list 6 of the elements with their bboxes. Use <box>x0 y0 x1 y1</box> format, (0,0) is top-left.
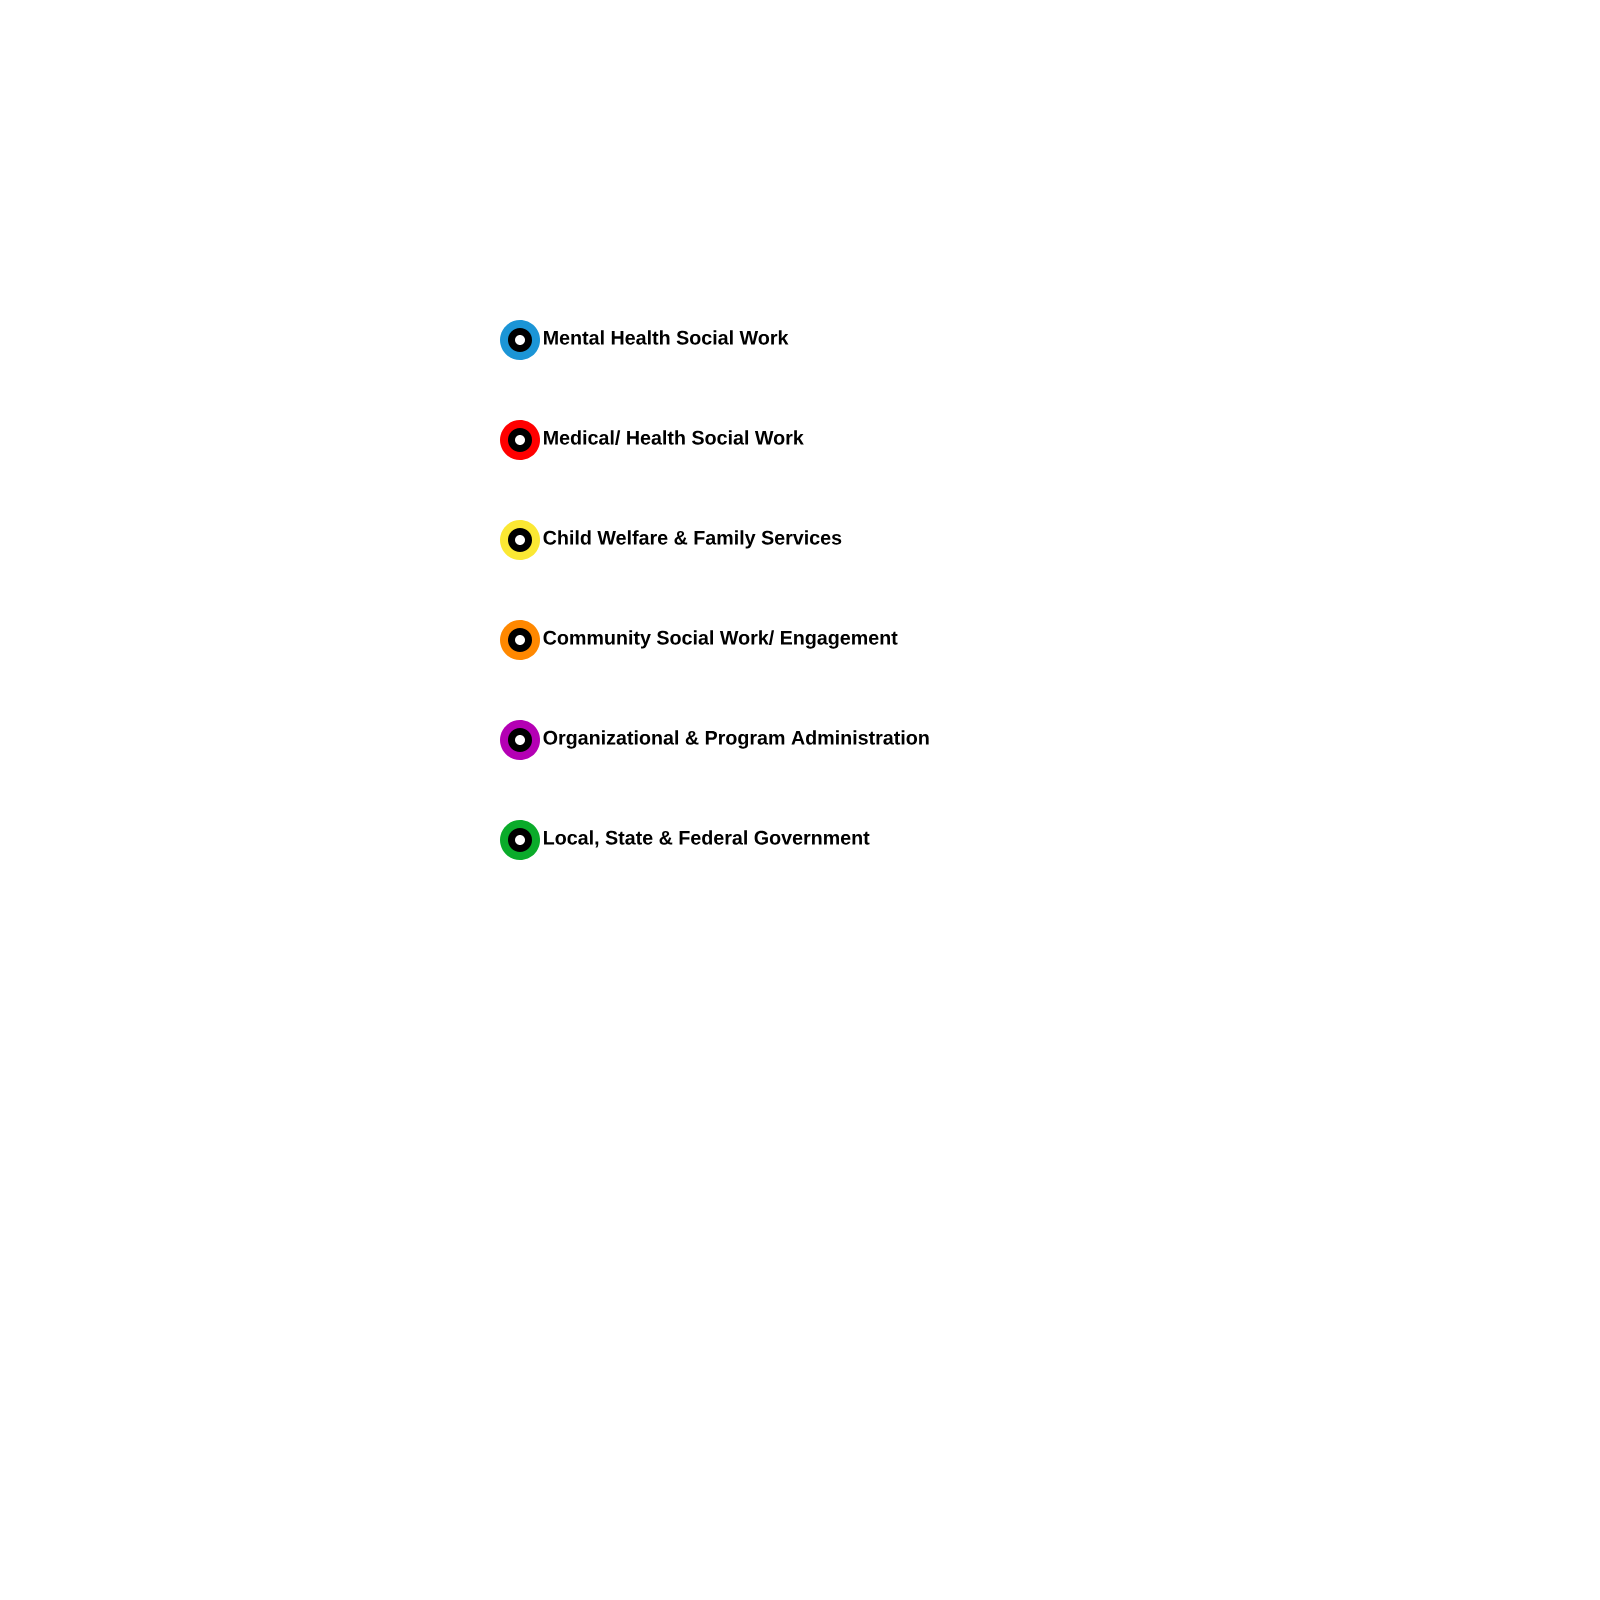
legend-label: Local, State & Federal Government <box>544 830 870 848</box>
legend-label: Medical/ Health Social Work <box>544 430 804 445</box>
legend-label: Child Welfare & Family Services <box>543 530 842 549</box>
legend-label: Mental Health Social Work <box>544 330 789 345</box>
legend-label: Community Social Work/ Engagement <box>543 630 898 649</box>
legend-label: Organizational & Program Administration <box>543 730 929 749</box>
